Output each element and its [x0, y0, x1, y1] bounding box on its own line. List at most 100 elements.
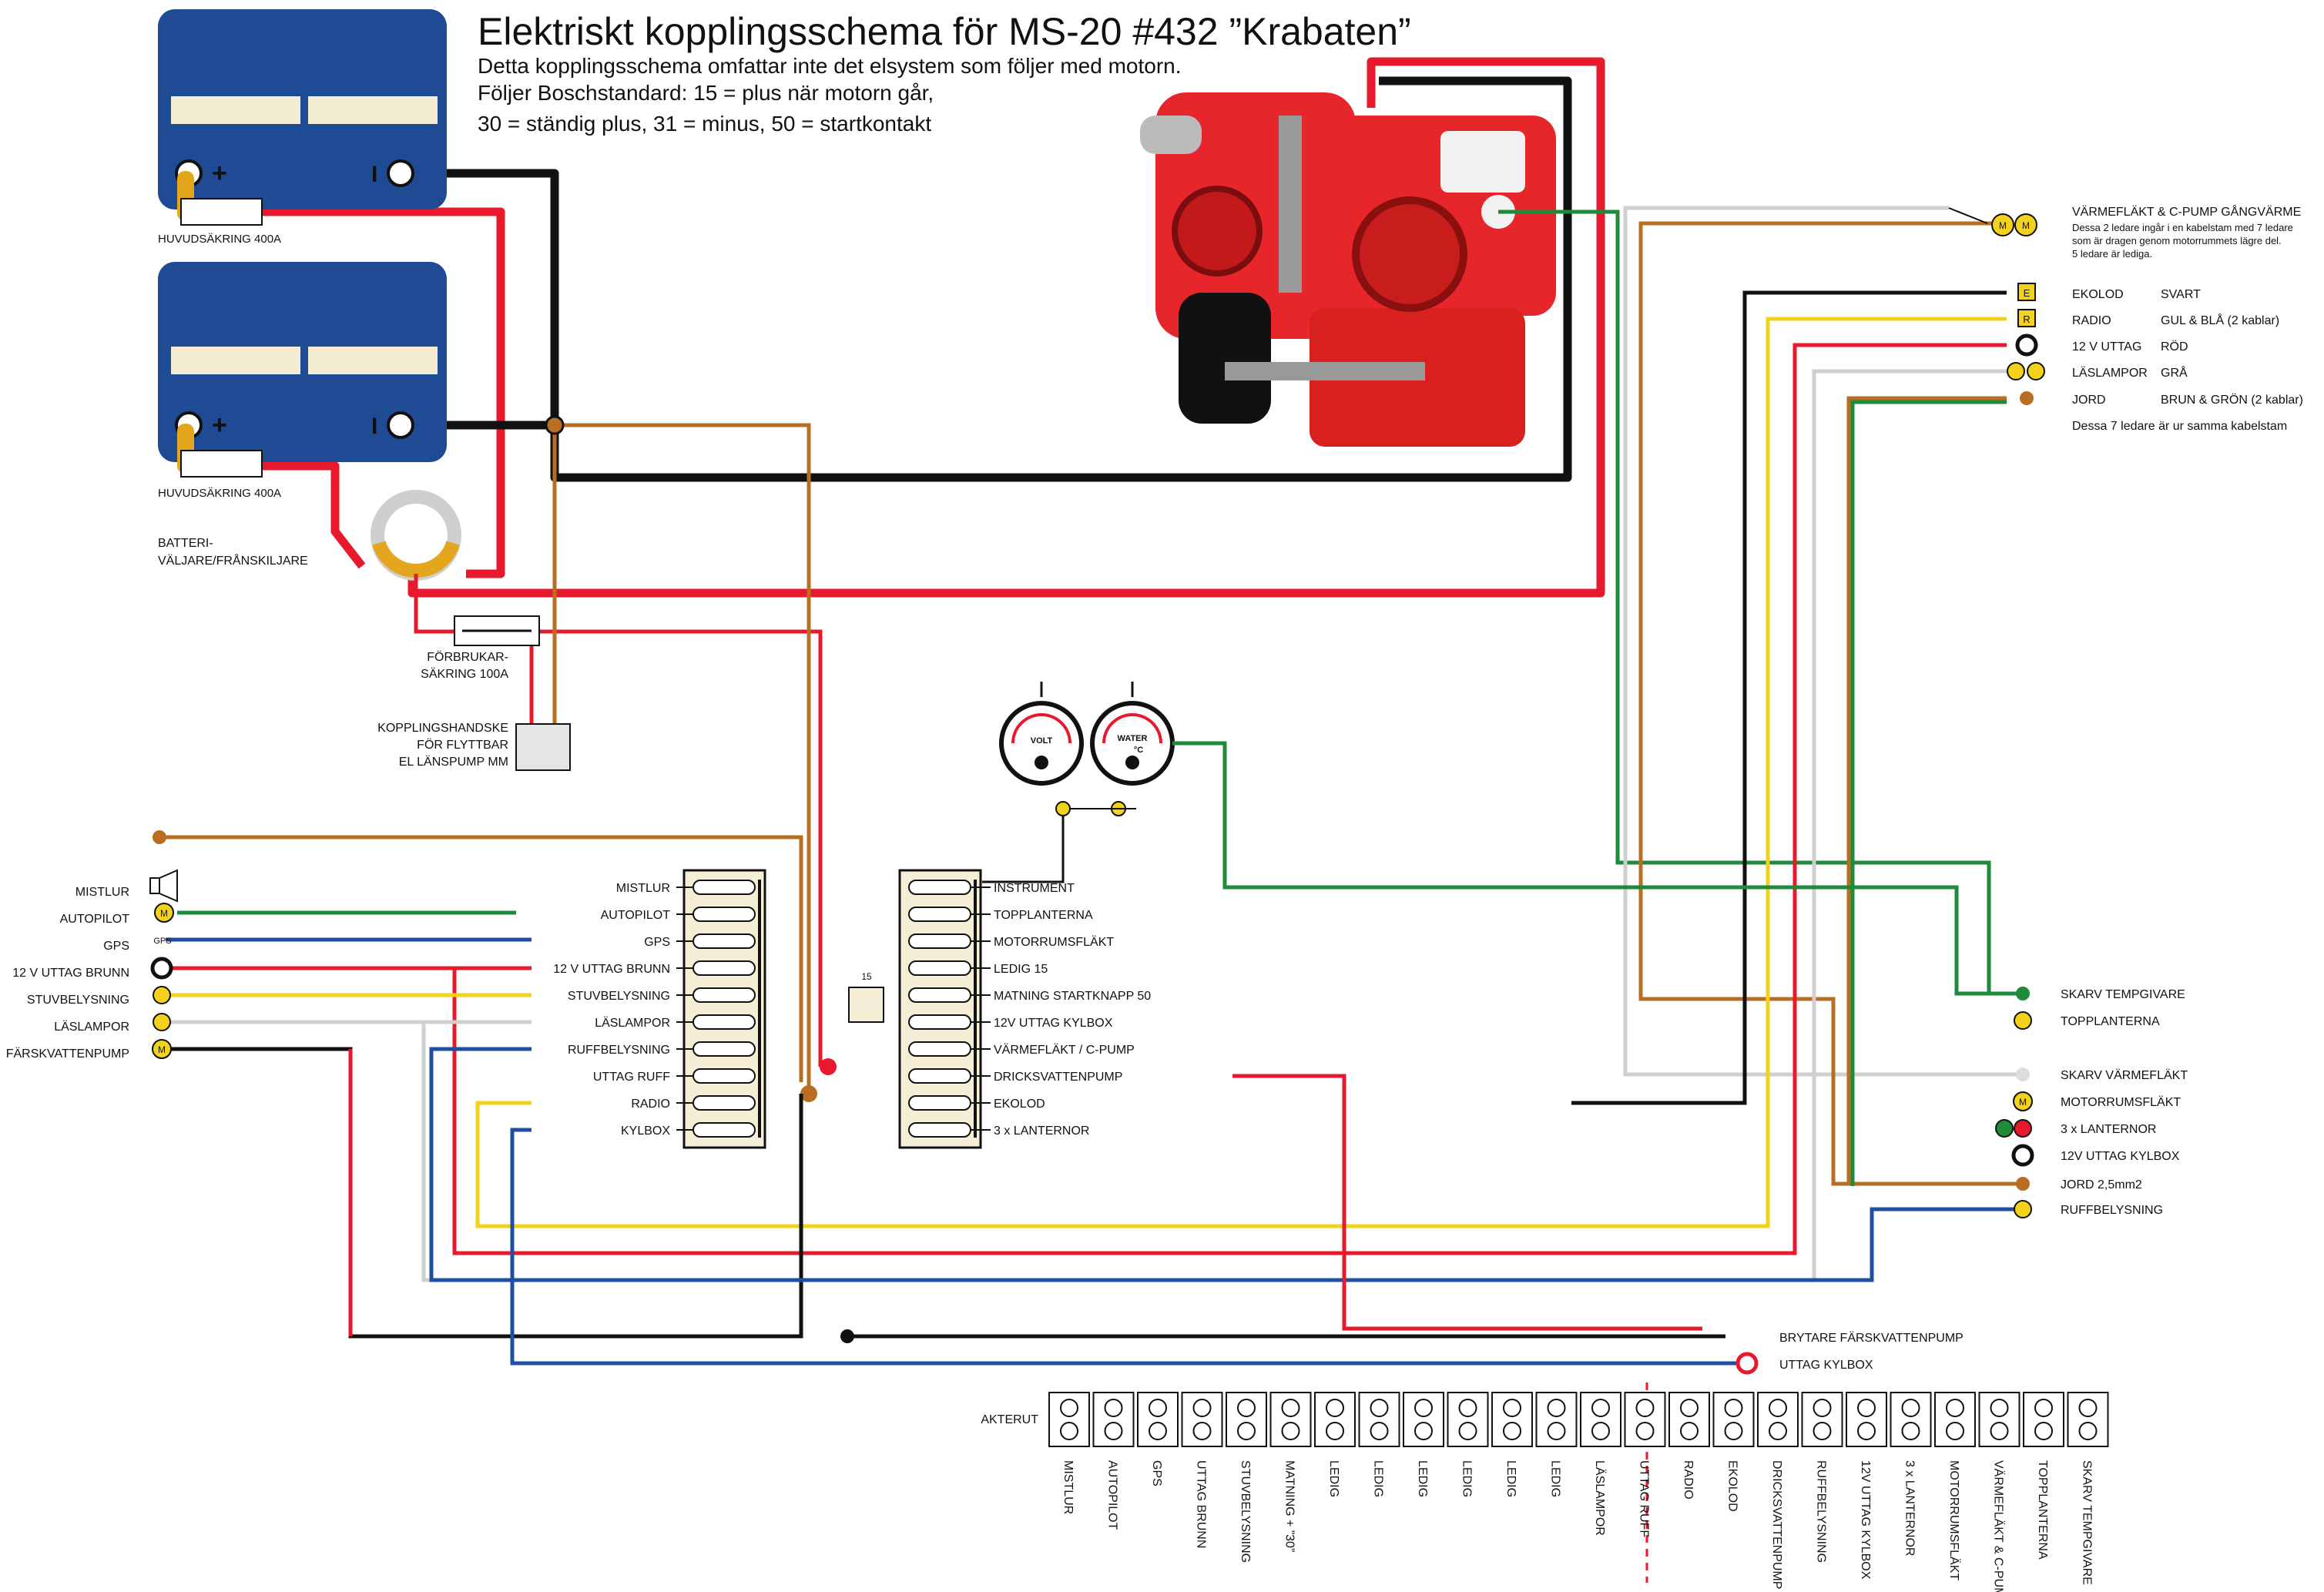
terminal-label: GPS	[1150, 1460, 1163, 1486]
terminal-screw	[1414, 1399, 1433, 1417]
pump-connector[interactable]	[515, 723, 571, 771]
panel-switch[interactable]	[908, 987, 971, 1003]
top-right-item-label: LÄSLAMPOR	[2072, 366, 2148, 380]
panel-switch-label: 12V UTTAG KYLBOX	[994, 1017, 1113, 1030]
panel-switch-label: STUVBELYSNING	[568, 990, 670, 1003]
panel-switch-label: RADIO	[631, 1098, 670, 1111]
consumer-fuse-label-1: FÖRBRUKAR-	[427, 650, 508, 664]
left-device-label: STUVBELYSNING	[27, 994, 129, 1007]
top-right-ground: M M	[1948, 207, 2037, 236]
svg-text:M: M	[2022, 220, 2030, 231]
terminal-screw	[1635, 1422, 1655, 1440]
panel-switch[interactable]	[693, 907, 756, 922]
diagram-title: Elektriskt kopplingsschema för MS-20 #43…	[478, 10, 1411, 53]
terminal-screw	[1237, 1399, 1256, 1417]
panel-switch[interactable]	[908, 1095, 971, 1111]
terminal-screw	[1370, 1422, 1389, 1440]
terminal-label: MOTORRUMSFLÄKT	[1947, 1460, 1961, 1580]
top-right-item-label: JORD	[2072, 394, 2106, 407]
battery-2-plus: +	[212, 411, 227, 440]
panel-switch[interactable]	[693, 1122, 756, 1138]
terminal-screw	[1281, 1399, 1300, 1417]
panel-switch[interactable]	[908, 1068, 971, 1084]
top-right-list: E R	[2007, 283, 2045, 405]
selector-label-1: BATTERI-	[158, 537, 213, 550]
panel-switch-label: 12 V UTTAG BRUNN	[553, 963, 670, 976]
terminal-screw	[1901, 1399, 1920, 1417]
terminal-screw	[2078, 1399, 2098, 1417]
terminal-label: RADIO	[1682, 1460, 1695, 1500]
terminal-screw	[1104, 1422, 1123, 1440]
battery-selector[interactable]	[371, 490, 461, 581]
panel-2-switches[interactable]	[908, 880, 977, 1138]
junction-dot	[820, 1058, 837, 1075]
panel-switch[interactable]	[693, 987, 756, 1003]
terminal-screw	[1990, 1399, 2009, 1417]
terminal-screw	[1680, 1399, 1699, 1417]
subtitle-line-2: Följer Boschstandard: 15 = plus när moto…	[478, 81, 934, 105]
svg-text:M: M	[1999, 220, 2007, 231]
panel-switch[interactable]	[908, 907, 971, 922]
panel-switch[interactable]	[693, 1068, 756, 1084]
terminal-screw	[1060, 1399, 1078, 1417]
terminal-screw	[2034, 1422, 2053, 1440]
battery-2: + I HUVUDSÄKRING 400A	[158, 262, 447, 500]
subtitle-line-1: Detta kopplingsschema omfattar inte det …	[478, 54, 1182, 78]
svg-text:R: R	[2023, 313, 2030, 325]
connector-label-3: EL LÄNSPUMP MM	[399, 755, 508, 769]
terminal-label: LEDIG	[1327, 1460, 1340, 1497]
panel-switch-label: DRICKSVATTENPUMP	[994, 1071, 1122, 1084]
terminal-label: LEDIG	[1372, 1460, 1385, 1497]
aft-label: AKTERUT	[981, 1413, 1038, 1426]
terminal-screw	[1370, 1399, 1389, 1417]
panel-switch[interactable]	[693, 880, 756, 895]
terminal-screw	[1326, 1422, 1344, 1440]
panel-switch[interactable]	[908, 933, 971, 949]
battery-2-minus: I	[371, 414, 377, 439]
terminal-label: SKARV TEMPGIVARE	[2081, 1460, 2094, 1585]
panel-switch-label: UTTAG RUFF	[593, 1071, 670, 1084]
panel-switch-label: GPS	[644, 936, 670, 949]
left-device-label: LÄSLAMPOR	[54, 1020, 129, 1034]
terminal-label: DRICKSVATTENPUMP	[1770, 1460, 1783, 1589]
panel-switch-label: MOTORRUMSFLÄKT	[994, 935, 1114, 949]
terminal-screw	[1635, 1399, 1655, 1417]
heater-note-1: Dessa 2 ledare ingår i en kabelstam med …	[2072, 222, 2293, 233]
panel-switch-label: LÄSLAMPOR	[595, 1016, 670, 1030]
terminal-label: 3 x LANTERNOR	[1903, 1460, 1917, 1556]
panel-switch[interactable]	[908, 880, 971, 895]
panel-switch[interactable]	[908, 960, 971, 976]
left-device-label: 12 V UTTAG BRUNN	[12, 967, 129, 980]
right-item-label: 12V UTTAG KYLBOX	[2061, 1150, 2180, 1163]
terminal-label: RUFFBELYSNING	[1815, 1460, 1828, 1563]
top-right-item-label: 12 V UTTAG	[2072, 340, 2141, 354]
panel-1-switches[interactable]	[693, 880, 761, 1138]
terminal-screw	[1060, 1422, 1078, 1440]
panel-switch-label: MATNING STARTKNAPP 50	[994, 990, 1151, 1003]
terminal-screw	[1946, 1399, 1964, 1417]
top-right-item-label: RADIO	[2072, 314, 2111, 327]
connector-label-2: FÖR FLYTTBAR	[417, 738, 508, 752]
panel-switch[interactable]	[908, 1122, 971, 1138]
terminal-label: LEDIG	[1460, 1460, 1474, 1497]
panel-switch[interactable]	[693, 933, 756, 949]
junction-dot	[800, 1085, 817, 1102]
panel-switch-label: RUFFBELYSNING	[568, 1044, 670, 1057]
panel-switch[interactable]	[693, 1095, 756, 1111]
volt-gauge-label: VOLT	[1031, 736, 1053, 746]
panel-switch[interactable]	[908, 1041, 971, 1057]
terminal-label: LEDIG	[1504, 1460, 1517, 1497]
panel-switch[interactable]	[693, 1014, 756, 1030]
consumer-wires	[414, 423, 823, 1090]
right-item-label: 3 x LANTERNOR	[2061, 1123, 2156, 1136]
terminal-screw	[1149, 1422, 1167, 1440]
panel-switch[interactable]	[908, 1014, 971, 1030]
terminal-screw	[1813, 1422, 1832, 1440]
panel-switch[interactable]	[693, 1041, 756, 1057]
terminal-screw	[1104, 1399, 1123, 1417]
terminal-screw	[1192, 1422, 1212, 1440]
terminal-screw	[1547, 1399, 1566, 1417]
svg-text:M: M	[158, 1044, 166, 1055]
battery-1-minus: I	[371, 162, 377, 187]
panel-switch[interactable]	[693, 960, 756, 976]
